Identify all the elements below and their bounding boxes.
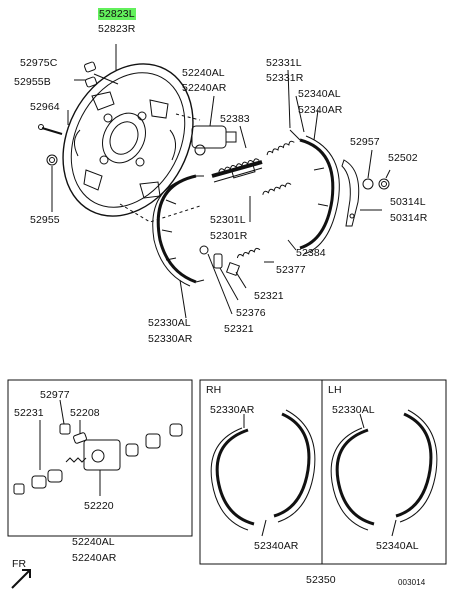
label-52331R: 52331R bbox=[266, 72, 304, 84]
shoe-right-drawing bbox=[287, 129, 340, 255]
label-52823L: 52823L bbox=[98, 8, 136, 20]
label-52340AR-rh: 52340AR bbox=[254, 540, 299, 552]
label-52240AL-bot: 52240AL bbox=[72, 536, 115, 548]
label-52240AR-bot: 52240AR bbox=[72, 552, 117, 564]
label-50314L: 50314L bbox=[390, 196, 426, 208]
label-52502: 52502 bbox=[388, 152, 418, 164]
cylinder-parts-drawing bbox=[13, 399, 183, 496]
fr-arrow-icon bbox=[11, 569, 31, 589]
adjuster-drawing bbox=[211, 125, 295, 259]
cylinder-box bbox=[7, 379, 193, 537]
label-52955: 52955 bbox=[30, 214, 60, 226]
label-52377: 52377 bbox=[276, 264, 306, 276]
label-52957: 52957 bbox=[350, 136, 380, 148]
shoe-set-box bbox=[199, 379, 447, 565]
label-52231: 52231 bbox=[14, 407, 44, 419]
label-52220: 52220 bbox=[84, 500, 114, 512]
label-52330AL-lh: 52330AL bbox=[332, 404, 375, 416]
label-52330AR-rh: 52330AR bbox=[210, 404, 255, 416]
label-rh: RH bbox=[206, 384, 222, 396]
label-52301L: 52301L bbox=[210, 214, 246, 226]
label-52964: 52964 bbox=[30, 101, 60, 113]
label-52340AL-lh: 52340AL bbox=[376, 540, 419, 552]
backing-plate-drawing bbox=[62, 63, 194, 217]
label-fr: FR bbox=[12, 558, 27, 570]
label-52350: 52350 bbox=[306, 574, 336, 586]
label-52240AR-top: 52240AR bbox=[182, 82, 227, 94]
label-52975C: 52975C bbox=[20, 57, 58, 69]
label-52384: 52384 bbox=[296, 247, 326, 259]
label-52376: 52376 bbox=[236, 307, 266, 319]
label-52208: 52208 bbox=[70, 407, 100, 419]
label-52330AR-main: 52330AR bbox=[148, 333, 193, 345]
label-52977: 52977 bbox=[40, 389, 70, 401]
label-52321-a: 52321 bbox=[254, 290, 284, 302]
label-52383: 52383 bbox=[220, 113, 250, 125]
label-52330AL-main: 52330AL bbox=[148, 317, 191, 329]
shoe-left-drawing bbox=[152, 174, 205, 287]
label-52301R: 52301R bbox=[210, 230, 248, 242]
label-52955B: 52955B bbox=[14, 76, 51, 88]
label-lh: LH bbox=[328, 384, 342, 396]
label-52321-b: 52321 bbox=[224, 323, 254, 335]
label-50314R: 50314R bbox=[390, 212, 428, 224]
label-52331L: 52331L bbox=[266, 57, 302, 69]
wheel-cylinder-drawing bbox=[191, 95, 237, 156]
lh-shoes-drawing bbox=[330, 409, 438, 537]
parking-lever-drawing bbox=[341, 159, 360, 227]
label-52823R: 52823R bbox=[98, 23, 136, 35]
label-52340AR-top: 52340AR bbox=[298, 104, 343, 116]
label-52340AL-top: 52340AL bbox=[298, 88, 341, 100]
label-drawing-code: 003014 bbox=[398, 578, 426, 587]
label-52240AL-top: 52240AL bbox=[182, 67, 225, 79]
rh-shoes-drawing bbox=[210, 409, 316, 537]
